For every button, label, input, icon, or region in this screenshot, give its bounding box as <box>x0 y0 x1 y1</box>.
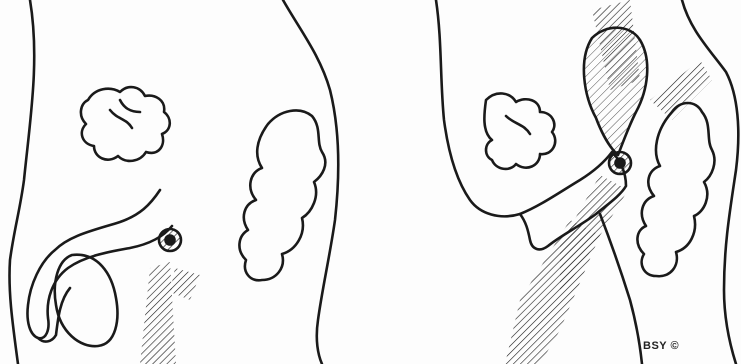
female-front-contour <box>436 0 520 216</box>
female-back-contour <box>682 0 738 364</box>
male-pelvic-floor-hatch <box>140 262 176 364</box>
male-pelvis-cross-section <box>9 0 338 364</box>
artist-signature: BSY © <box>643 340 679 352</box>
male-bladder <box>81 87 170 161</box>
female-bladder <box>484 93 555 169</box>
female-rectum <box>637 103 714 276</box>
female-pelvis-cross-section <box>436 0 738 364</box>
female-uterus <box>584 28 647 155</box>
male-front-contour <box>9 0 34 364</box>
male-rectum <box>239 110 325 280</box>
male-back-contour <box>283 0 338 364</box>
